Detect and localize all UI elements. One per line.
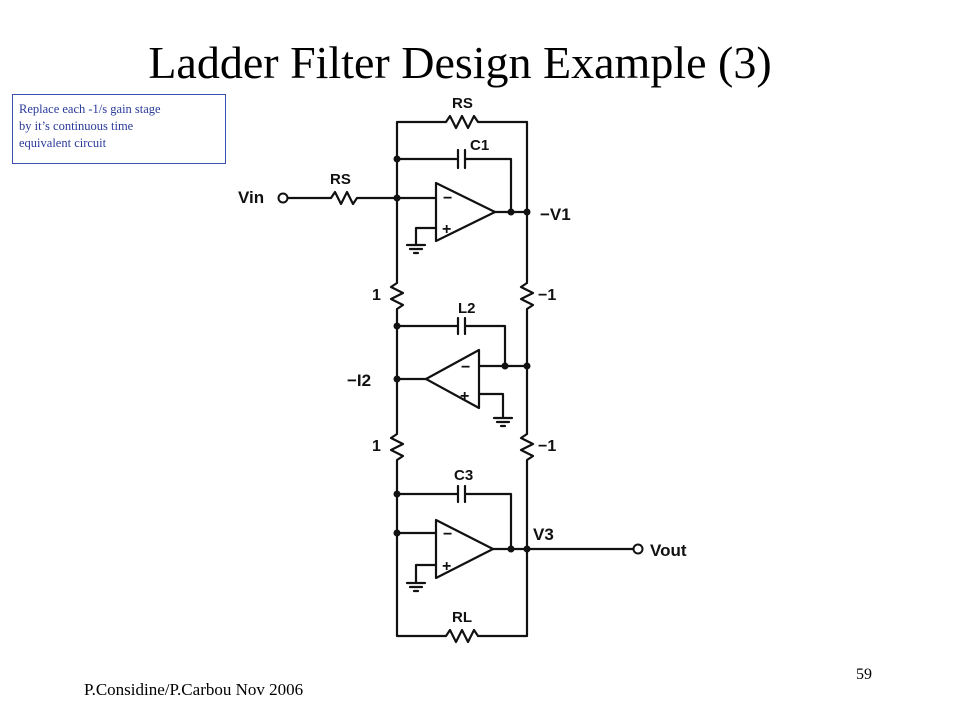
annotation-box: Replace each -1/s gain stage by it’s con… <box>12 94 226 164</box>
annotation-line: by it’s continuous time <box>19 119 134 133</box>
junction-dots <box>393 155 531 553</box>
rs-input-label: RS <box>330 171 351 188</box>
vout-terminal <box>632 543 644 555</box>
v3-label: V3 <box>533 525 554 544</box>
r1-right-label: −1 <box>538 287 556 304</box>
l2-label: L2 <box>458 300 476 317</box>
annotation-line: Replace each -1/s gain stage <box>19 102 161 116</box>
opamp-3 <box>434 518 495 580</box>
r1-right-resistor <box>519 210 535 368</box>
r1-left-resistor <box>389 196 405 328</box>
c1-capacitor <box>395 148 513 214</box>
rs-input-resistor <box>286 190 438 206</box>
rl-label: RL <box>452 609 472 626</box>
v1-label: −V1 <box>540 205 571 224</box>
opamp-3-minus: − <box>443 526 452 543</box>
opamp-2 <box>424 348 481 410</box>
c3-capacitor <box>395 484 513 552</box>
slide-title: Ladder Filter Design Example (3) <box>148 37 772 88</box>
opamp-2-plus: + <box>460 388 469 405</box>
rl-resistor <box>395 531 529 644</box>
rs-top-resistor <box>395 114 529 161</box>
l2-capacitor <box>395 316 507 368</box>
vin-label: Vin <box>238 188 264 207</box>
vin-terminal <box>277 192 289 204</box>
rs-top-label: RS <box>452 95 473 112</box>
c3-label: C3 <box>454 467 473 484</box>
opamp-1-minus: − <box>443 190 452 207</box>
c1-label: C1 <box>470 137 489 154</box>
footer-credit: P.Considine/P.Carbou Nov 2006 <box>84 680 304 699</box>
opamp-1-plus: + <box>442 221 451 238</box>
r2-left-resistor <box>389 377 405 496</box>
vout-label: Vout <box>650 541 687 560</box>
r2-right-label: −1 <box>538 438 556 455</box>
opamp-3-plus: + <box>442 558 451 575</box>
r2-left-label: 1 <box>372 438 381 455</box>
annotation-line: equivalent circuit <box>19 136 107 150</box>
opamp-2-minus: − <box>461 359 470 376</box>
opamp-1 <box>434 181 497 243</box>
r1-left-label: 1 <box>372 287 381 304</box>
i2-label: −I2 <box>347 371 371 390</box>
page-number: 59 <box>856 666 872 683</box>
r2-right-resistor <box>519 364 535 552</box>
